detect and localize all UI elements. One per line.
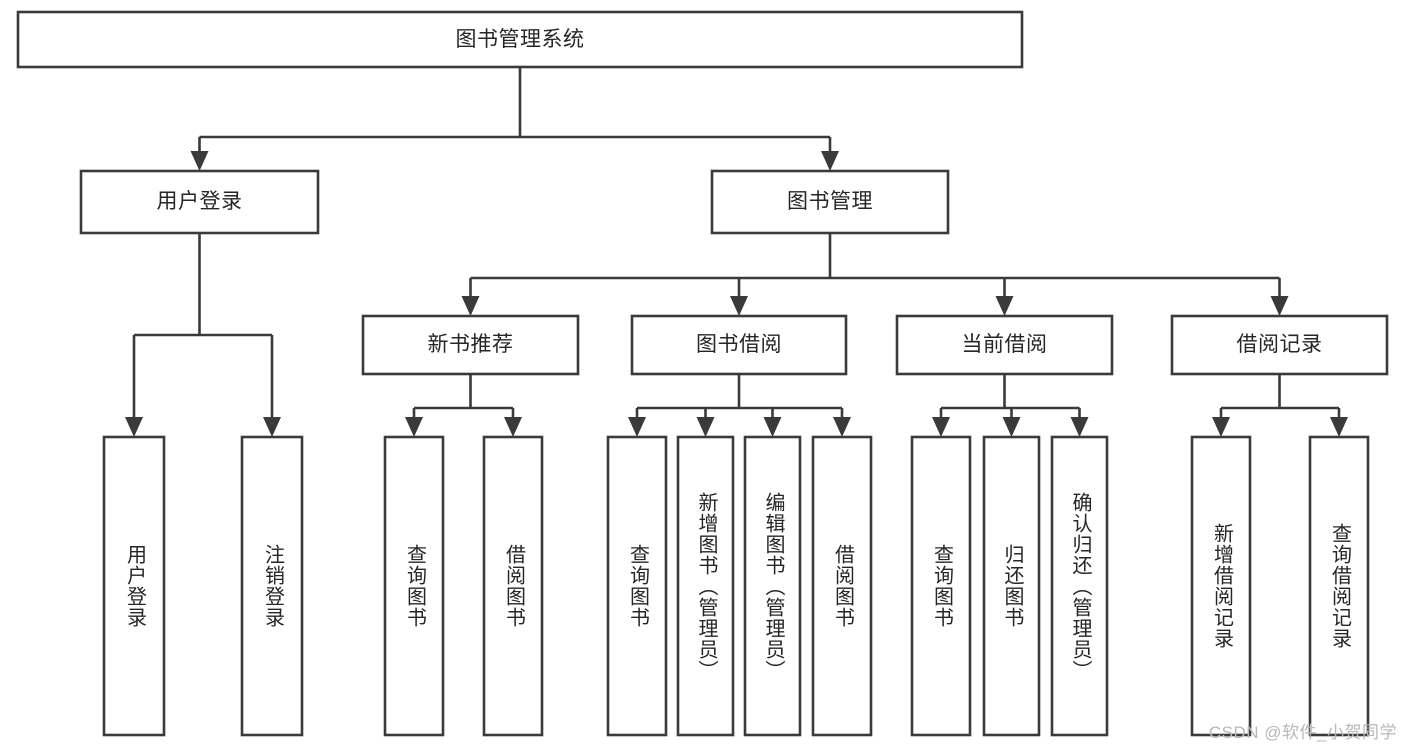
arrow-head-icon — [125, 417, 143, 437]
watermark-text: CSDN @软件_小贺同学 — [1208, 723, 1397, 742]
arrow-head-icon — [1002, 417, 1021, 437]
node-leaf-confirm-return[interactable] — [1050, 435, 1109, 737]
arrow-head-icon — [461, 296, 480, 316]
arrow-head-icon — [1212, 417, 1230, 437]
node-leaf-query-book-rec[interactable] — [383, 435, 445, 737]
arrow-head-icon — [833, 417, 851, 437]
arrow-head-icon — [730, 296, 748, 316]
node-leaf-borrow-book-rec[interactable] — [482, 435, 544, 737]
arrow-head-icon — [190, 151, 209, 171]
arrow-head-icon — [1270, 296, 1289, 316]
node-leaf-query-book-cur[interactable] — [910, 435, 972, 737]
node-current-borrow[interactable] — [895, 314, 1114, 376]
arrow-head-icon — [763, 417, 782, 437]
arrow-head-icon — [821, 151, 839, 171]
node-leaf-add-record[interactable] — [1190, 435, 1252, 737]
arrow-head-icon — [696, 417, 715, 437]
arrow-head-icon — [628, 417, 646, 437]
node-new-book-rec[interactable] — [361, 314, 580, 376]
node-user-login[interactable] — [79, 169, 320, 235]
node-borrow-record[interactable] — [1170, 314, 1389, 376]
arrow-head-icon — [932, 417, 950, 437]
node-leaf-add-book[interactable] — [676, 435, 735, 737]
node-leaf-return-book[interactable] — [982, 435, 1041, 737]
arrow-head-icon — [1330, 417, 1348, 437]
arrow-head-icon — [995, 296, 1014, 316]
node-leaf-edit-book[interactable] — [743, 435, 802, 737]
arrow-head-icon — [1070, 417, 1089, 437]
node-leaf-borrow-book[interactable] — [811, 435, 873, 737]
arrow-head-icon — [504, 417, 522, 437]
node-leaf-query-record[interactable] — [1308, 435, 1370, 737]
node-leaf-query-book-borrow[interactable] — [606, 435, 668, 737]
node-book-borrow[interactable] — [630, 314, 848, 376]
arrow-head-icon — [405, 417, 423, 437]
node-book-manage[interactable] — [710, 169, 950, 235]
node-leaf-user-login[interactable] — [102, 435, 166, 737]
node-root[interactable] — [16, 10, 1024, 69]
node-leaf-user-logout[interactable] — [240, 435, 304, 737]
arrow-head-icon — [263, 417, 281, 437]
